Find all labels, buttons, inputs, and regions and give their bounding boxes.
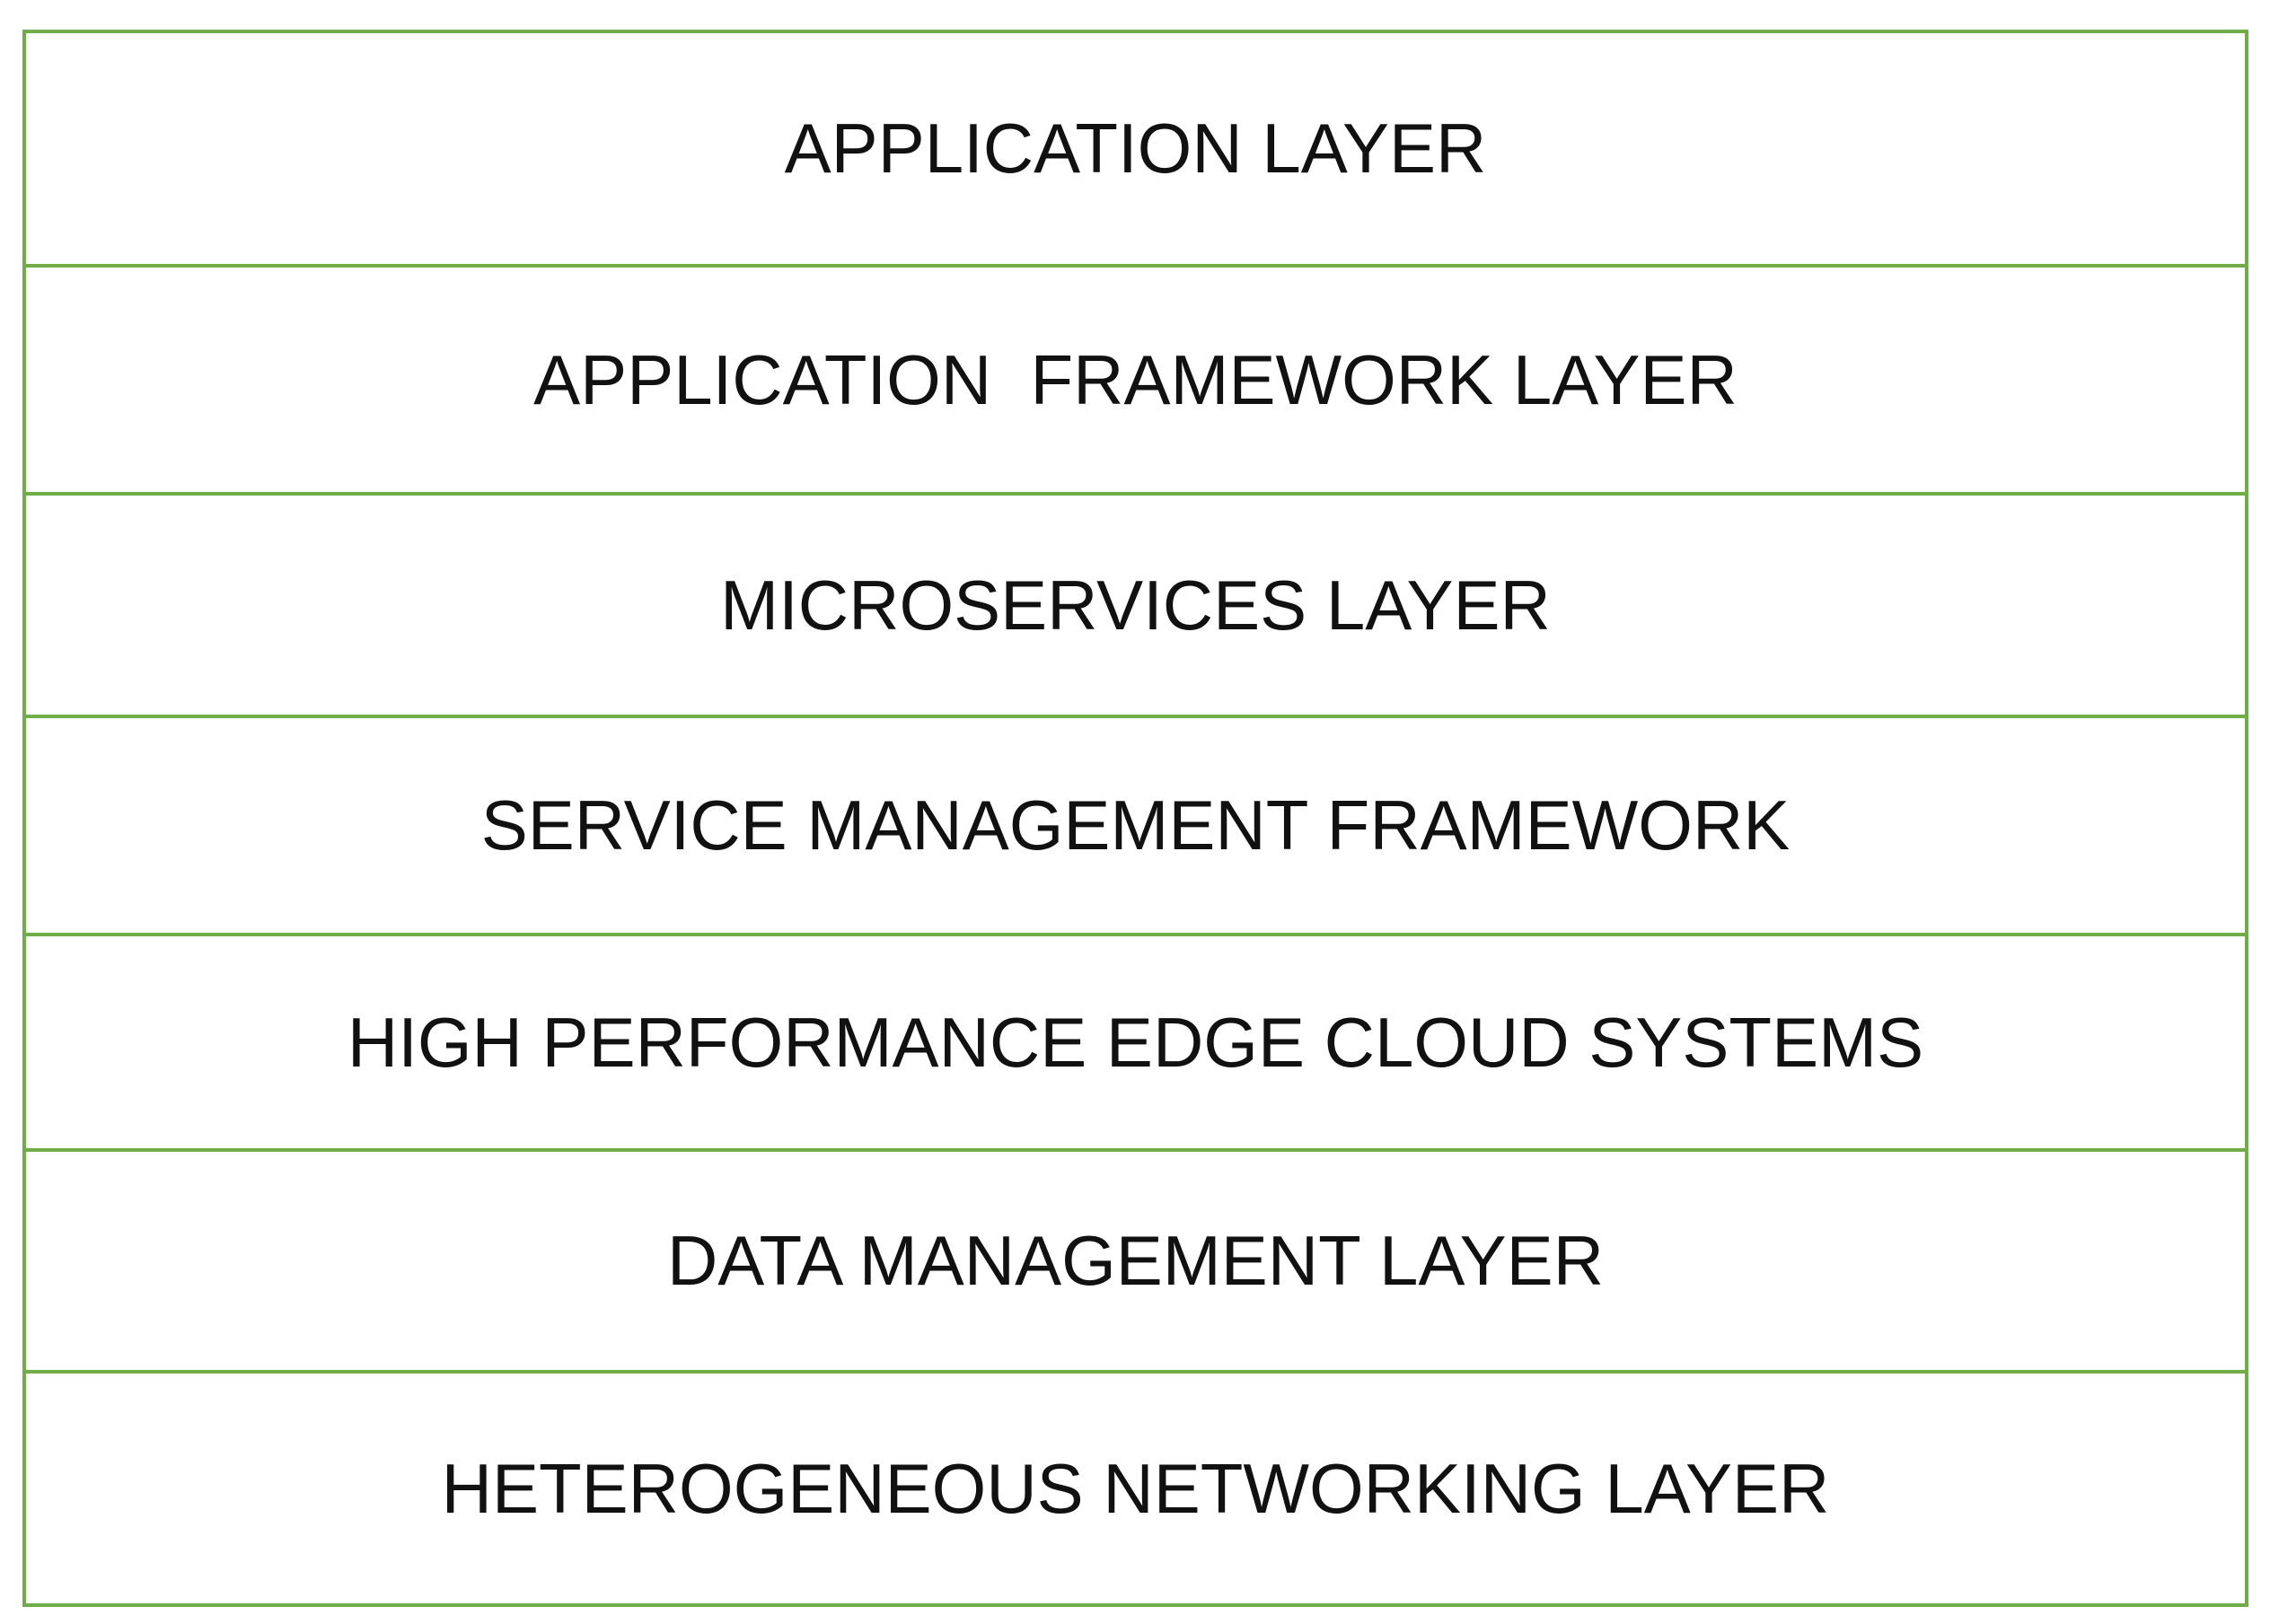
layer-stack-diagram: APPLICATION LAYER APPLICATION FRAMEWORK … [22, 30, 2248, 1607]
layer-label: HIGH PERFORMANCE EDGE CLOUD SYSTEMS [347, 1002, 1924, 1082]
layer-heterogeneous-networking: HETEROGENEOUS NETWORKING LAYER [26, 1374, 2245, 1603]
layer-label: APPLICATION FRAMEWORK LAYER [533, 339, 1738, 419]
layer-application: APPLICATION LAYER [26, 33, 2245, 268]
layer-label: DATA MANAGEMENT LAYER [666, 1221, 1605, 1300]
layer-microservices: MICROSERVICES LAYER [26, 496, 2245, 718]
layer-service-management-framework: SERVICE MANAGEMENT FRAMEWORK [26, 718, 2245, 936]
layer-high-performance-edge-cloud: HIGH PERFORMANCE EDGE CLOUD SYSTEMS [26, 936, 2245, 1152]
layer-label: MICROSERVICES LAYER [720, 565, 1551, 645]
layer-label: SERVICE MANAGEMENT FRAMEWORK [480, 786, 1790, 865]
layer-data-management: DATA MANAGEMENT LAYER [26, 1152, 2245, 1374]
layer-label: APPLICATION LAYER [784, 109, 1487, 188]
layer-label: HETEROGENEOUS NETWORKING LAYER [441, 1448, 1830, 1528]
layer-application-framework: APPLICATION FRAMEWORK LAYER [26, 268, 2245, 496]
